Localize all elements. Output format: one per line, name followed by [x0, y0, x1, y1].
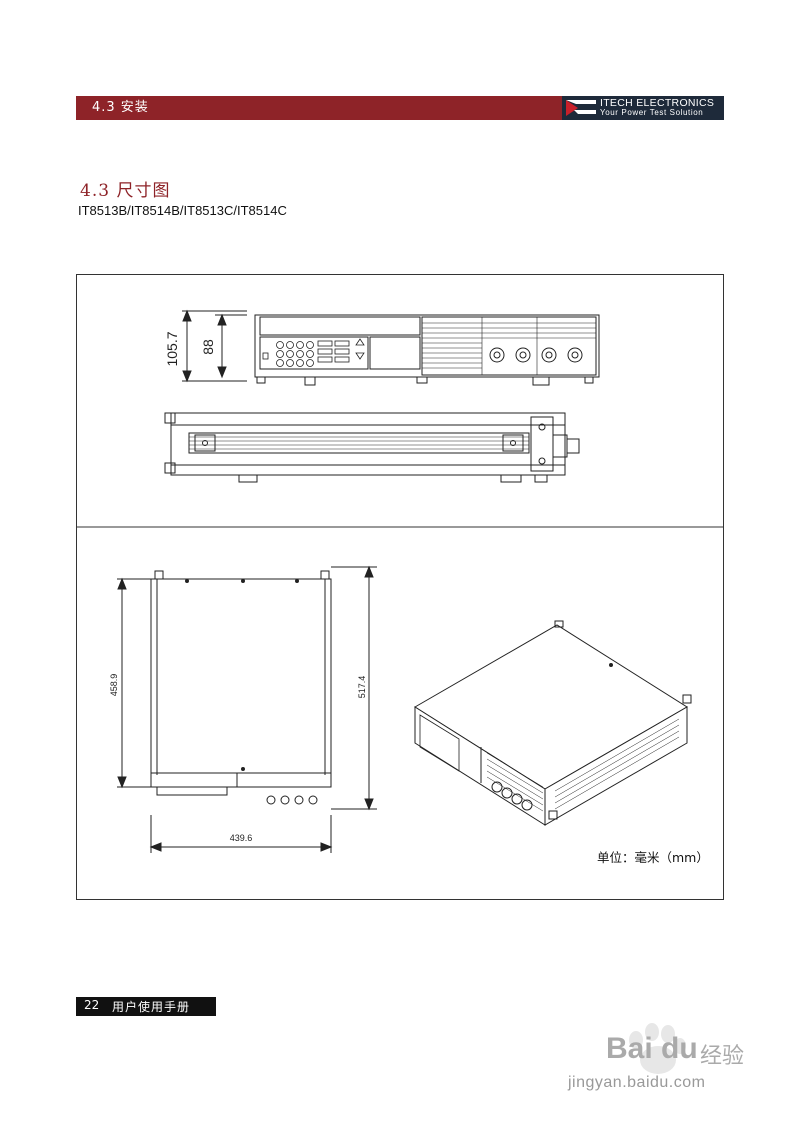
page-number: 22: [84, 998, 100, 1012]
itech-logo: ITECH ELECTRONICS Your Power Test Soluti…: [562, 96, 724, 120]
manual-title: 用户使用手册: [112, 1000, 191, 1014]
baidu-paw-icon: [629, 1023, 686, 1074]
dim-width: 439.6: [230, 833, 253, 843]
dim-height-inner: 88: [200, 339, 216, 355]
dimension-figure: 105.7 88 458.9 517.4 439.6 单位：毫米（mm）: [76, 274, 724, 900]
section-title: 4.3 尺寸图: [80, 181, 171, 201]
logo-tagline: Your Power Test Solution: [600, 108, 704, 117]
logo-company-name: ITECH ELECTRONICS: [600, 97, 715, 109]
itech-logo-icon: [566, 100, 596, 116]
footer-label: 22 用户使用手册: [76, 997, 216, 1016]
watermark-url: jingyan.baidu.com: [568, 1074, 706, 1091]
header-section-label: 4.3 安装: [92, 100, 149, 115]
watermark-brand: Bai du: [606, 1032, 698, 1065]
watermark-brand-suffix: 经验: [700, 1044, 745, 1069]
unit-note: 单位：毫米（mm）: [597, 850, 709, 865]
dim-height-outer: 105.7: [164, 331, 180, 366]
model-list: IT8513B/IT8514B/IT8513C/IT8514C: [78, 203, 287, 218]
dim-depth-outer: 517.4: [357, 676, 367, 699]
dim-depth-inner: 458.9: [109, 674, 119, 697]
dimension-drawing: 105.7 88 458.9 517.4 439.6: [77, 309, 723, 853]
